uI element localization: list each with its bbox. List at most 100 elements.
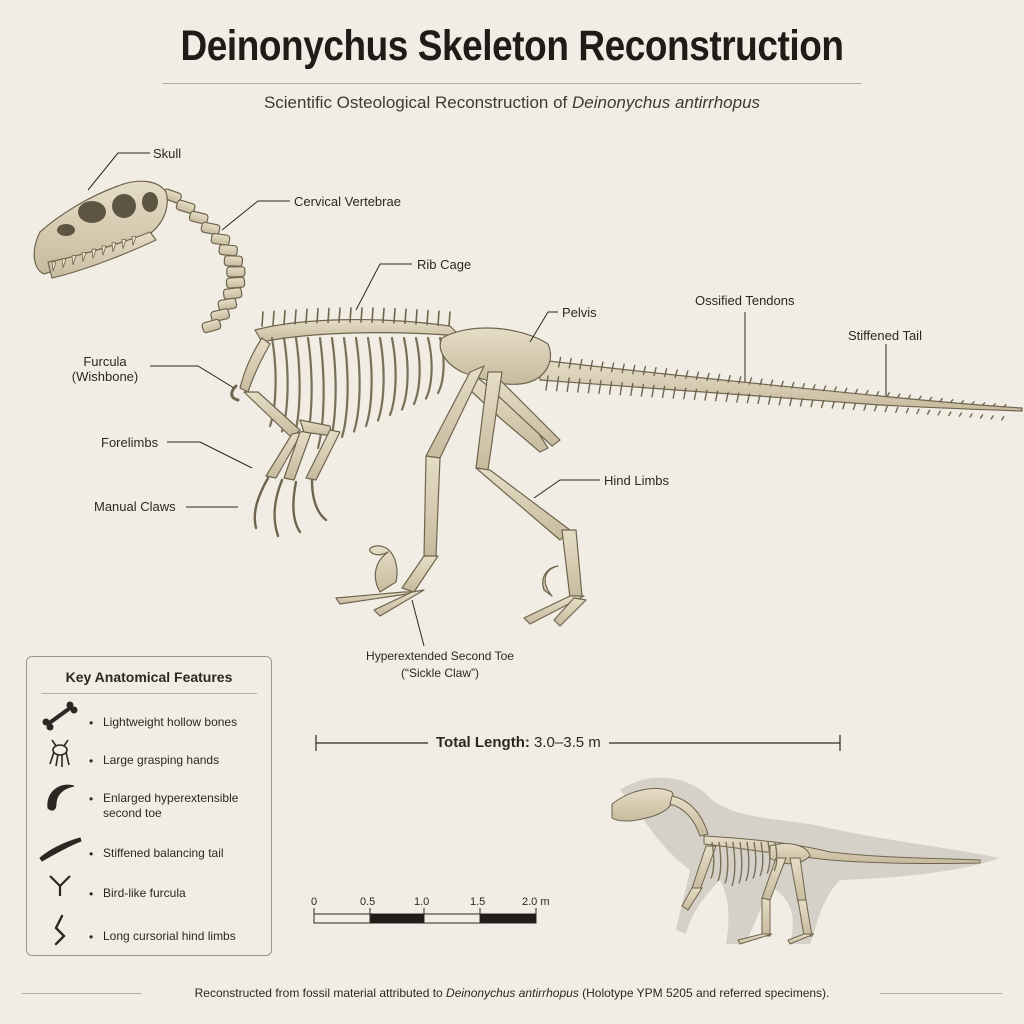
- legend-item: • Large grasping hands: [27, 747, 271, 787]
- bone-icon: [42, 701, 78, 731]
- legend-item: • Long cursorial hind limbs: [27, 923, 271, 963]
- skull: [33, 180, 168, 279]
- rib: [340, 336, 349, 439]
- legend-item-text: Large grasping hands: [103, 753, 220, 767]
- tail-chevron: [683, 387, 687, 400]
- tail-chevron: [767, 395, 772, 405]
- tail-spine: [791, 381, 795, 389]
- tooth: [61, 258, 67, 269]
- footer-suffix: (Holotype YPM 5205 and referred specimen…: [578, 986, 830, 1000]
- tail-spine: [939, 397, 943, 402]
- manual-claws: [253, 476, 328, 538]
- tail-spine: [886, 392, 890, 398]
- neural-spine: [437, 310, 440, 327]
- tail-spine: [960, 400, 965, 404]
- neural-spine: [283, 309, 286, 326]
- legend-item: • Enlarged hyperextensible second toe: [27, 785, 271, 825]
- title-divider: [162, 83, 862, 84]
- tail-spine: [875, 391, 880, 397]
- neural-spine: [393, 308, 396, 324]
- inset-rib: [773, 841, 778, 872]
- tail-spine: [801, 383, 806, 390]
- neural-spine: [316, 308, 319, 324]
- inset-silhouette: [620, 777, 1000, 944]
- label-cervical-vertebrae: Cervical Vertebrae: [294, 194, 401, 209]
- tail-spine: [685, 370, 689, 380]
- tail-chevron: [608, 381, 613, 395]
- neural-spine: [371, 307, 374, 323]
- total-length-caption: Total Length:: [436, 734, 530, 751]
- label-furcula: Furcula (Wishbone): [60, 354, 150, 384]
- tail-spine: [716, 373, 721, 382]
- cervical-vertebra: [210, 308, 231, 323]
- tail-spine: [557, 356, 562, 368]
- tail-chevron: [905, 407, 910, 414]
- cervical-vertebrae: [162, 188, 246, 334]
- tail-chevron: [566, 377, 570, 393]
- tail-spine: [928, 396, 933, 401]
- cervical-vertebra: [200, 221, 221, 236]
- scale-tick-label: 1.5: [470, 896, 486, 908]
- tail-spine: [812, 384, 816, 391]
- bullet: •: [89, 887, 94, 901]
- tail-chevron: [651, 384, 655, 398]
- neural-spine: [404, 308, 407, 325]
- hind-limb-right: [475, 371, 587, 627]
- leader-lines: [87, 152, 887, 647]
- legend-icons: [39, 701, 82, 946]
- scale-tick-label: 0.5: [360, 896, 376, 908]
- tail-chevron: [799, 398, 804, 407]
- inset-rib: [766, 841, 771, 874]
- tail-chevron: [863, 403, 867, 411]
- label-skull: Skull: [153, 146, 182, 161]
- scale-tick-label: 2.0 m: [522, 896, 550, 908]
- sickle-claw-right: [542, 565, 559, 597]
- cervical-vertebra: [226, 266, 246, 278]
- tail-chevron: [852, 402, 857, 411]
- tail-spine: [865, 389, 869, 396]
- legend-divider: [41, 693, 257, 694]
- tail-spine: [748, 377, 753, 385]
- label-sickle-claw-line2: (“Sickle Claw”): [401, 666, 479, 680]
- cervical-vertebra: [175, 199, 196, 215]
- tail-chevron: [831, 400, 835, 409]
- tail-spine: [769, 379, 774, 387]
- legend-title: Key Anatomical Features: [65, 669, 233, 685]
- tail-chevron: [778, 396, 782, 406]
- tooth: [111, 242, 117, 253]
- tail-chevron: [916, 408, 920, 415]
- label-furcula-name: Furcula: [83, 354, 127, 369]
- tooth: [101, 245, 107, 256]
- tail-chevron: [577, 378, 581, 393]
- tail-spine: [950, 399, 954, 403]
- rib: [352, 336, 361, 433]
- hand-icon: [49, 739, 70, 767]
- legend-item: • Bird-like furcula: [27, 880, 271, 920]
- neural-spine: [426, 309, 429, 326]
- sickle-claw-left: [369, 545, 398, 593]
- inset-rib: [710, 841, 715, 879]
- inset-rib: [759, 841, 764, 877]
- tail-spine: [844, 387, 848, 394]
- legend-item-text: Stiffened balancing tail: [103, 846, 224, 860]
- label-furcula-sub: (Wishbone): [71, 369, 139, 384]
- tail-spine: [971, 401, 975, 405]
- footer-prefix: Reconstructed from fossil material attri…: [194, 986, 447, 1000]
- tail-chevron: [789, 397, 793, 407]
- tooth: [91, 248, 97, 259]
- tail-chevron: [640, 383, 645, 397]
- tail-spine: [738, 376, 742, 384]
- tooth: [71, 255, 77, 265]
- rib: [316, 336, 325, 450]
- neural-spine: [448, 311, 451, 327]
- inset-rib: [738, 841, 743, 884]
- tail-chevron: [693, 388, 698, 401]
- tail-chevron: [736, 392, 740, 403]
- scapula: [239, 337, 271, 393]
- neural-spine: [338, 307, 341, 323]
- rib: [424, 336, 433, 400]
- main-skeleton: [33, 180, 1023, 627]
- tail-chevron: [926, 409, 931, 415]
- inset-ribs: [710, 841, 778, 887]
- furcula: [230, 384, 240, 402]
